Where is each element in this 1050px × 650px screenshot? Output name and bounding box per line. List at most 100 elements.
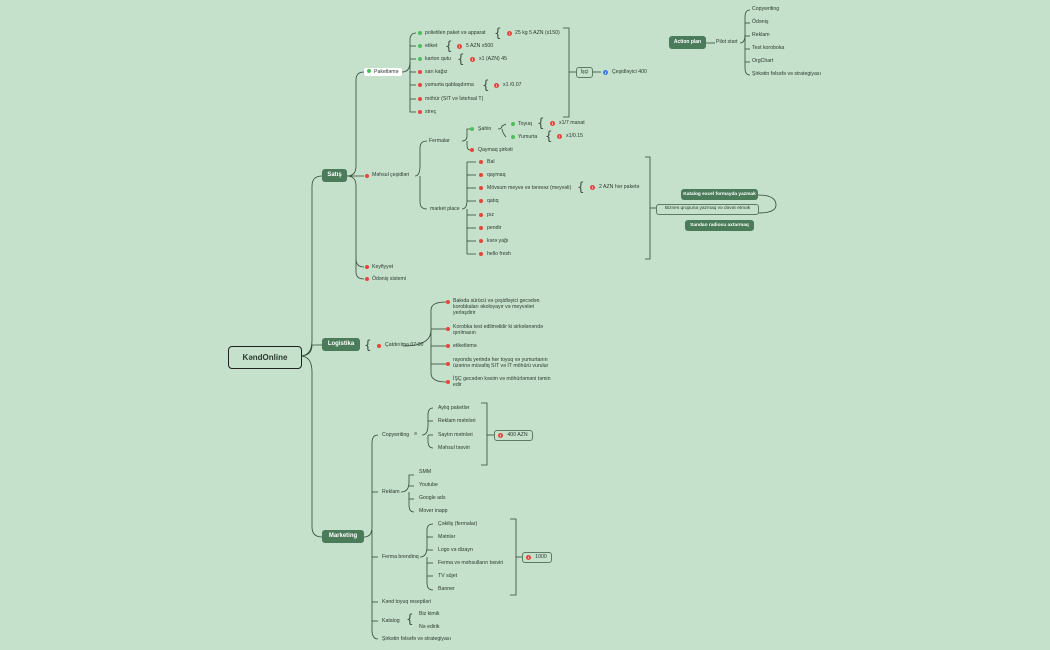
red-dot-icon	[479, 199, 483, 203]
toyuq-note: x1/7 manat	[559, 120, 585, 126]
warning-icon: !	[470, 57, 475, 62]
reklam-item[interactable]: Google ads	[419, 495, 446, 501]
green-dot-icon	[367, 69, 371, 73]
red-dot-icon	[446, 362, 450, 366]
copy-item[interactable]: Aylıq paketlər	[438, 405, 470, 411]
brace-icon: {	[494, 26, 502, 40]
warning-icon: !	[590, 185, 595, 190]
brace-icon: {	[482, 78, 490, 92]
red-dot-icon	[479, 173, 483, 177]
red-dot-icon	[479, 252, 483, 256]
warning-icon: !	[457, 44, 462, 49]
green-dot-icon	[418, 44, 422, 48]
green-dot-icon	[418, 31, 422, 35]
red-dot-icon	[470, 148, 474, 152]
red-dot-icon	[418, 83, 422, 87]
paketleme-label: Paketləmə	[374, 69, 399, 75]
copywriting-label[interactable]: Copywriting	[382, 432, 410, 438]
warning-icon: !	[557, 134, 562, 139]
note-icon: ≡	[414, 431, 418, 437]
branch-logistika[interactable]: Logistika	[322, 338, 360, 351]
copy-item[interactable]: Reklam mətnləri	[438, 418, 476, 424]
katalog-label[interactable]: Katalog	[382, 618, 400, 624]
reklam-item[interactable]: Mover inapp	[419, 508, 448, 514]
ferma-item[interactable]: Mətnlər	[438, 534, 456, 540]
warning-icon: !	[498, 433, 503, 438]
yumurta-note: x1/0.15	[566, 133, 584, 139]
reklam-item[interactable]: Youtube	[419, 482, 438, 488]
ferma-item[interactable]: Banner	[438, 586, 455, 592]
plan-item[interactable]: Reklam	[752, 32, 770, 38]
plan-item[interactable]: OrgChart	[752, 58, 774, 64]
root-node[interactable]: KəndOnline	[228, 346, 302, 369]
reklam-item[interactable]: SMM	[419, 469, 432, 475]
kend-toyuq-label[interactable]: Kənd toyuq reseptləri	[382, 599, 432, 605]
ferma-item[interactable]: TV süjet	[438, 573, 458, 579]
plan-item[interactable]: Ödəniş	[752, 19, 769, 25]
ferma-item[interactable]: Ferma və məhsulların təsviri	[438, 560, 504, 566]
pilot-start-label[interactable]: Pilot start	[716, 39, 738, 45]
katalog-excel-node[interactable]: Katalog excel formayda yazmak	[681, 189, 758, 200]
pak-note: x1 /0.07	[503, 82, 522, 88]
warning-icon: !	[507, 31, 512, 36]
ferma-label[interactable]: Ferma brendinq	[382, 554, 419, 560]
red-dot-icon	[446, 380, 450, 384]
ferma-item[interactable]: Çəkiliş (fermalar)	[438, 521, 478, 527]
ferma-item[interactable]: Logo və dizayn	[438, 547, 473, 553]
market-place-label[interactable]: market place	[430, 206, 460, 212]
red-dot-icon	[418, 110, 422, 114]
red-dot-icon	[418, 97, 422, 101]
warning-icon: !	[526, 555, 531, 560]
copy-item[interactable]: Saytın mətnləri	[438, 432, 473, 438]
red-dot-icon	[365, 277, 369, 281]
isci-node[interactable]: İşçi	[576, 67, 593, 78]
brace-icon: {	[364, 338, 372, 352]
cesidleyici-label: Çeşidləyici 400	[612, 69, 647, 75]
green-dot-icon	[511, 135, 515, 139]
copy-item[interactable]: Məhsul təsviri	[438, 445, 470, 451]
green-dot-icon	[511, 122, 515, 126]
action-plan-node[interactable]: Action plan	[669, 36, 706, 49]
brace-icon: {	[457, 52, 465, 66]
market-note: 2 AZN hər paketə	[599, 184, 640, 190]
copy-note-node[interactable]: !400 AZN	[494, 430, 533, 441]
pak-note: 25 kg 5 AZN (x150)	[515, 30, 560, 36]
red-dot-icon	[365, 174, 369, 178]
paketleme-node[interactable]: Paketləmə	[364, 68, 402, 76]
plan-item[interactable]: Test koroboka	[752, 45, 785, 51]
red-dot-icon	[479, 226, 483, 230]
plan-item[interactable]: Şirkətin fəlsəfə və strategiyası	[752, 71, 821, 77]
red-dot-icon	[446, 344, 450, 348]
brace-icon: {	[577, 180, 585, 194]
sirket-label[interactable]: Şirkətin fəlsəfə və strategiyası	[382, 636, 451, 642]
katalog-item[interactable]: Biz kimik	[419, 611, 440, 617]
plan-item[interactable]: Copywriting	[752, 6, 780, 12]
red-dot-icon	[479, 160, 483, 164]
brace-icon: {	[406, 612, 414, 626]
info-icon: i	[603, 70, 608, 75]
red-dot-icon	[479, 213, 483, 217]
red-dot-icon	[418, 70, 422, 74]
green-dot-icon	[418, 57, 422, 61]
red-dot-icon	[365, 265, 369, 269]
green-dot-icon	[470, 127, 474, 131]
red-dot-icon	[446, 300, 450, 304]
sandan-node[interactable]: Sandan radiosu axtarmaq	[685, 220, 754, 231]
red-dot-icon	[377, 344, 381, 348]
brace-icon: {	[545, 129, 553, 143]
reklam-label[interactable]: Reklam	[382, 489, 400, 495]
biznes-node[interactable]: Biznes qrupuna yazmaq və dəvət etmək	[656, 204, 759, 215]
branch-satis[interactable]: Satış	[322, 169, 347, 182]
red-dot-icon	[446, 327, 450, 331]
brace-icon: {	[537, 116, 545, 130]
pak-note: x1 (AZN) 45	[479, 56, 507, 62]
fermalar-label[interactable]: Fermalar	[429, 138, 450, 144]
ferma-note-node[interactable]: !1000	[522, 552, 552, 563]
red-dot-icon	[479, 239, 483, 243]
warning-icon: !	[494, 83, 499, 88]
red-dot-icon	[479, 186, 483, 190]
pak-note: 5 AZN x500	[466, 43, 494, 49]
katalog-item[interactable]: Nə edirik	[419, 624, 440, 630]
branch-marketing[interactable]: Marketing	[322, 530, 364, 543]
